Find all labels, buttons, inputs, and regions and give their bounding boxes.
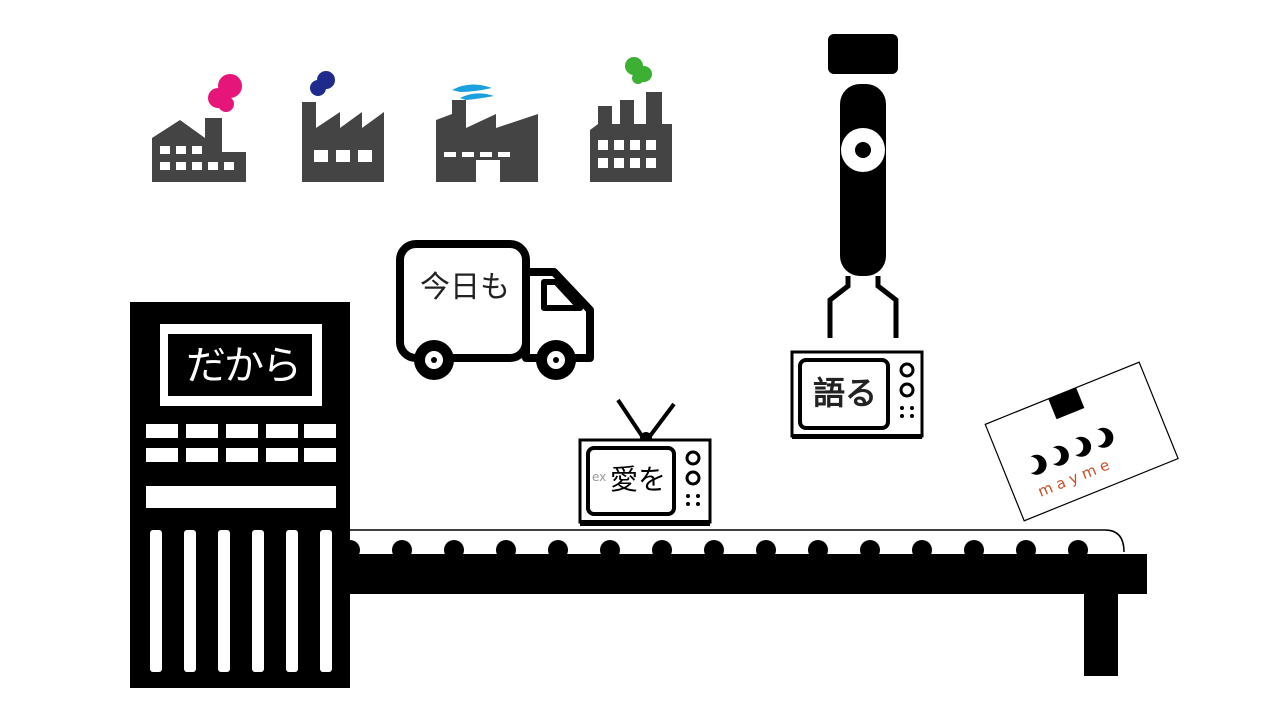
tv-belt-screen-text: 愛を: [609, 463, 666, 496]
tv-in-claw-icon: [790, 350, 924, 439]
tv-belt-ghost-text: ex: [592, 470, 607, 484]
machine-screen-text: だから: [186, 343, 302, 389]
machine-cabinet: [130, 302, 350, 688]
factory-blue-icon: [436, 84, 538, 182]
truck-cargo-text: 今日も: [420, 270, 510, 305]
mayme-card: m a y m e: [984, 361, 1179, 522]
belt-rollers: [340, 540, 1088, 560]
robot-claw-icon: [827, 34, 899, 338]
factory-green-icon: [590, 57, 672, 182]
tv-on-belt-icon: [578, 398, 712, 526]
factory-navy-icon: [302, 71, 384, 182]
conveyor-belt: [340, 529, 1147, 676]
tv-claw-screen-text: 語る: [812, 374, 877, 412]
truck-icon: [396, 240, 594, 380]
factory-pink-icon: [152, 74, 246, 182]
